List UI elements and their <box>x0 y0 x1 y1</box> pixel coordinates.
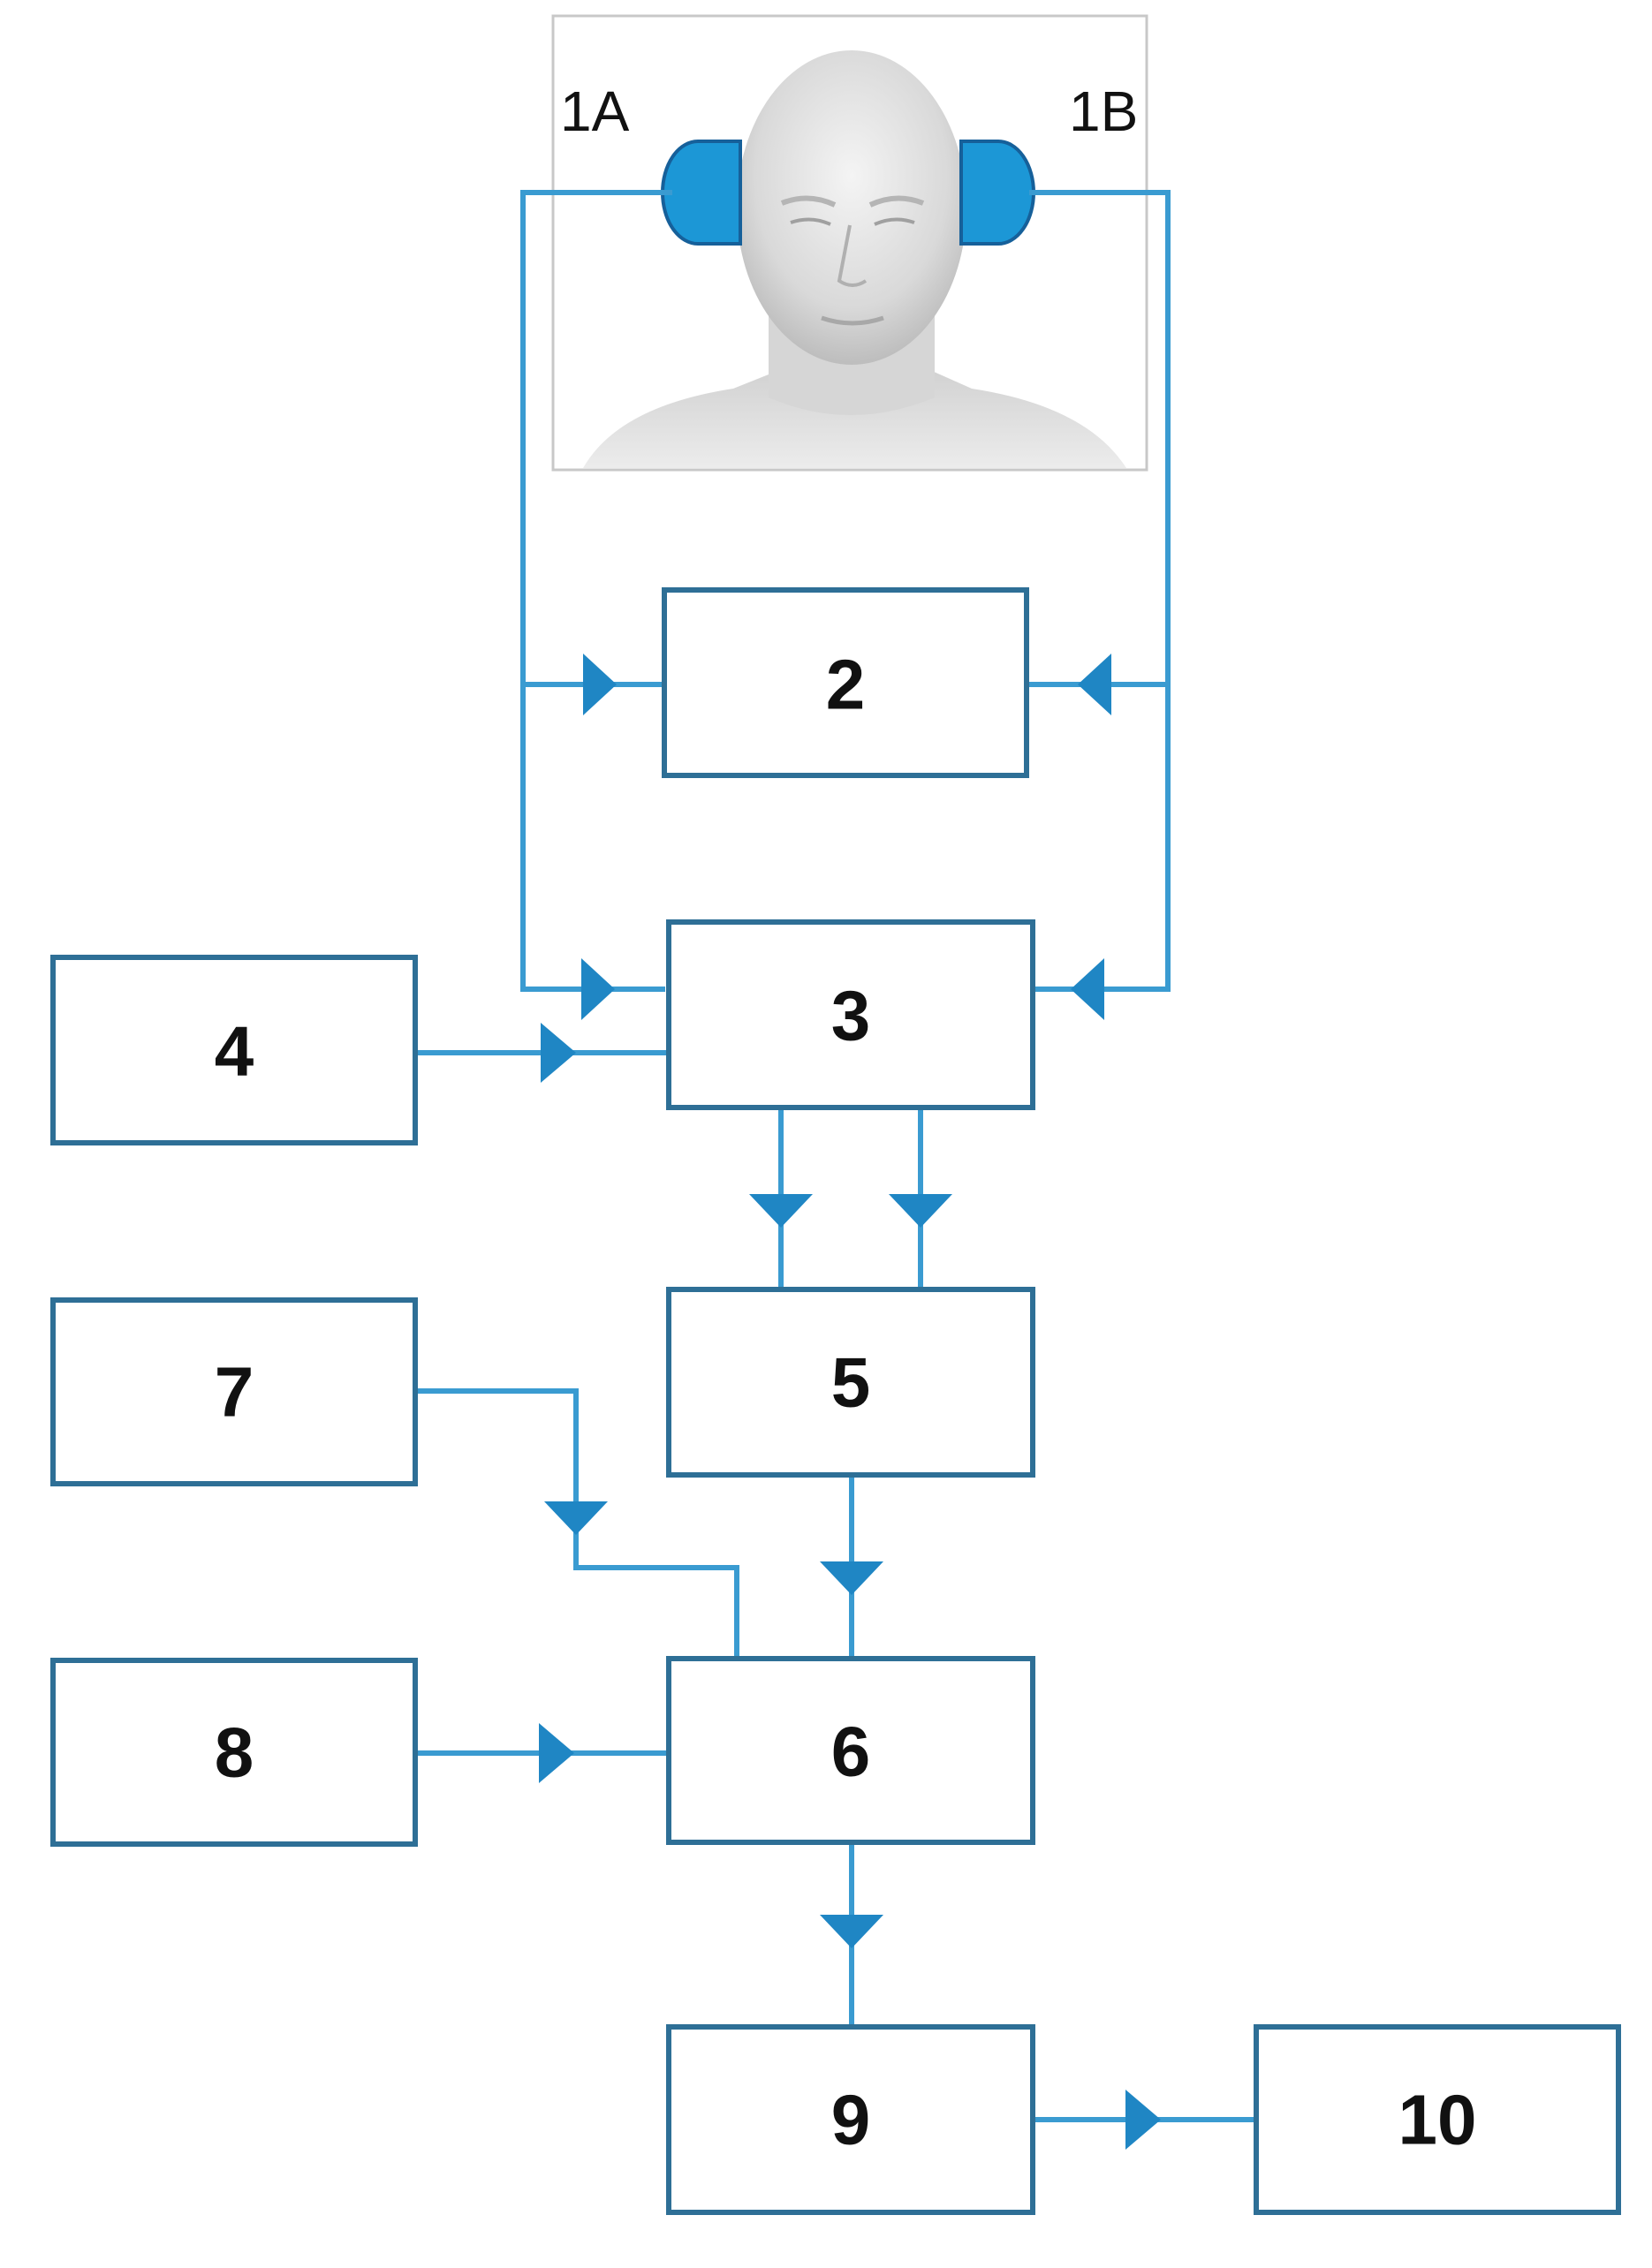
earcup-left-icon <box>661 140 742 246</box>
block-6-label: 6 <box>831 1712 871 1791</box>
arrow-9-to-10 <box>1125 2090 1161 2150</box>
arrowheads <box>539 654 1161 2150</box>
human-head-icon <box>583 50 1126 468</box>
block-8: 8 <box>50 1658 418 1847</box>
block-7: 7 <box>50 1297 418 1486</box>
head-frame <box>551 14 1148 472</box>
arrow-3-to-5-b <box>889 1194 952 1228</box>
arrow-2-to-1a <box>583 654 617 715</box>
block-3: 3 <box>666 919 1035 1110</box>
block-4: 4 <box>50 955 418 1145</box>
block-2: 2 <box>662 587 1029 778</box>
arrow-7-to-6 <box>544 1501 608 1535</box>
head-panel: 1A 1B <box>551 14 1148 472</box>
ear-right-label: 1B <box>1069 79 1138 143</box>
block-7-label: 7 <box>215 1353 254 1432</box>
arrow-3-to-5-a <box>749 1194 813 1228</box>
block-2-label: 2 <box>826 646 866 724</box>
block-3-label: 3 <box>831 977 871 1055</box>
block-4-label: 4 <box>215 1012 254 1091</box>
block-6: 6 <box>666 1656 1035 1845</box>
arrow-8-to-6 <box>539 1723 574 1783</box>
arrow-1b-to-3 <box>1071 958 1104 1020</box>
wire-1a-to-3 <box>520 190 672 992</box>
block-5: 5 <box>666 1287 1035 1478</box>
block-9: 9 <box>666 2024 1035 2215</box>
block-8-label: 8 <box>215 1713 254 1792</box>
arrow-1a-to-3 <box>581 958 615 1020</box>
wire-7-to-6 <box>414 1388 739 1661</box>
arrow-6-to-9 <box>820 1915 883 1948</box>
block-10: 10 <box>1254 2024 1621 2215</box>
arrow-5-to-6 <box>820 1561 883 1595</box>
block-9-label: 9 <box>831 2081 871 2159</box>
block-10-label: 10 <box>1398 2081 1477 2159</box>
ear-left-label: 1A <box>560 79 630 143</box>
block-5-label: 5 <box>831 1343 871 1422</box>
earcup-right-icon <box>959 140 1035 246</box>
arrow-2-to-1b <box>1078 654 1111 715</box>
arrow-4-to-3 <box>541 1023 576 1083</box>
